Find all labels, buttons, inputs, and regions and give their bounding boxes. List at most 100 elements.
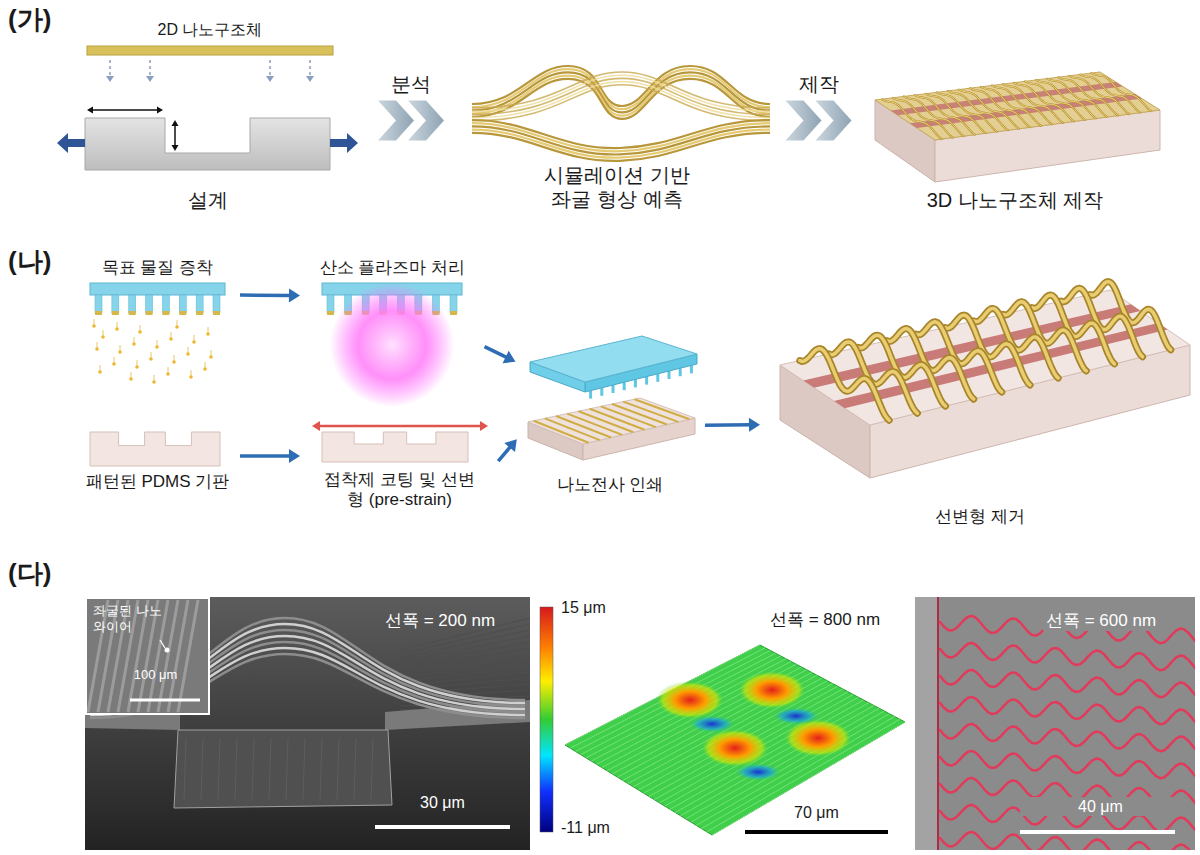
deposition-particle bbox=[172, 360, 176, 364]
height-hollow bbox=[688, 715, 736, 733]
buckled-ribbon bbox=[858, 335, 946, 406]
deposition-particle bbox=[112, 362, 116, 366]
height-map-line bbox=[702, 717, 895, 829]
stamp-pillar bbox=[112, 295, 119, 313]
deposition-particle bbox=[175, 325, 179, 329]
arrowhead bbox=[503, 351, 516, 364]
scale-bar bbox=[375, 825, 510, 829]
stamp-pillar bbox=[623, 382, 626, 390]
sem-texture bbox=[286, 738, 288, 800]
strain-arrow bbox=[57, 133, 85, 153]
wavy-nanowire bbox=[940, 751, 1195, 778]
edge-label: 분석 bbox=[351, 72, 471, 96]
buckled-ribbon bbox=[800, 349, 889, 421]
chevron bbox=[378, 100, 414, 140]
deposited-tip bbox=[327, 311, 334, 315]
scale-label: 100 μm bbox=[113, 667, 198, 683]
deposited-tip bbox=[162, 311, 169, 315]
deposition-particle bbox=[135, 365, 139, 369]
wavy-nanowire bbox=[940, 832, 1195, 850]
deposited-tip bbox=[112, 311, 119, 315]
arrowhead bbox=[289, 289, 300, 303]
color-bar bbox=[540, 607, 553, 832]
prestrain-arrowhead bbox=[312, 421, 320, 431]
deposition-particle bbox=[169, 337, 173, 341]
stamp-pillar bbox=[450, 295, 457, 313]
colorbar-label: -11 μm bbox=[561, 818, 610, 837]
pdms-substrate bbox=[90, 432, 220, 466]
buckled-ribbon-highlight bbox=[858, 335, 946, 406]
step-caption: 산소 플라즈마 처리 bbox=[305, 258, 480, 278]
arrow-shaft bbox=[240, 454, 291, 458]
simulated-ribbon bbox=[472, 82, 770, 118]
nanostructure-film bbox=[87, 46, 333, 55]
arrow-shaft bbox=[484, 347, 507, 358]
inset-image: 좌굴된 나노와이어 100 μm bbox=[85, 597, 210, 715]
arrow-shaft bbox=[705, 423, 751, 427]
dimension-line bbox=[174, 125, 176, 146]
buckled-ribbon bbox=[916, 322, 1002, 392]
nanoribbon-highlight bbox=[1091, 73, 1151, 111]
linewidth-label: 선폭 = 600 nm bbox=[1043, 611, 1159, 631]
simulated-ribbon bbox=[472, 126, 770, 154]
stamp-pillar bbox=[612, 385, 615, 393]
sem-texture bbox=[400, 654, 530, 674]
linewidth-label: 선폭 = 800 nm bbox=[770, 610, 880, 630]
sem-image bbox=[85, 597, 530, 850]
dimension-head bbox=[172, 145, 179, 151]
panel-letter: (가) bbox=[8, 4, 51, 35]
stamp-pillar bbox=[634, 379, 637, 387]
process-step: 패턴된 PDMS 기판 bbox=[80, 420, 235, 500]
leader-dot bbox=[165, 648, 170, 653]
wavy-nanowire bbox=[940, 697, 1195, 724]
deposition-particle bbox=[152, 380, 156, 384]
sem-texture bbox=[400, 636, 530, 662]
sem-texture bbox=[218, 738, 220, 800]
buckled-ribbon bbox=[829, 342, 918, 413]
stamp-pillar bbox=[589, 391, 592, 399]
stamp-pillar bbox=[327, 295, 334, 313]
step-caption: 시뮬레이션 기반 좌굴 형상 예측 bbox=[537, 163, 697, 211]
deposition-particle bbox=[95, 347, 99, 351]
stamp-pillar bbox=[213, 295, 220, 313]
simulated-ribbon bbox=[472, 72, 770, 108]
scale-bar bbox=[745, 830, 888, 834]
edge-label: 제작 bbox=[759, 72, 879, 96]
scale-bar bbox=[1020, 830, 1175, 834]
transfer-arrowhead bbox=[266, 76, 274, 82]
colorbar-label: 15 μm bbox=[561, 598, 606, 617]
stamp-pillar bbox=[162, 295, 169, 313]
simulated-ribbon bbox=[472, 130, 770, 158]
deposition-particle bbox=[98, 370, 102, 374]
flow-arrow bbox=[498, 439, 517, 461]
height-hollow bbox=[772, 707, 820, 725]
process-step: 목표 물질 증착 bbox=[80, 258, 235, 390]
deposited-tip bbox=[213, 311, 220, 315]
inset-wire bbox=[168, 600, 188, 712]
buckled-ribbon-highlight bbox=[916, 322, 1002, 392]
inset-label: 좌굴된 나노와이어 bbox=[93, 603, 173, 634]
simulated-ribbon bbox=[472, 78, 770, 114]
buckled-ribbon bbox=[887, 329, 974, 400]
stamp bbox=[90, 283, 225, 295]
sem-texture bbox=[269, 738, 271, 800]
stamp-pillar bbox=[95, 295, 102, 313]
height-bump bbox=[738, 671, 806, 709]
deposition-particle bbox=[149, 357, 153, 361]
wavy-nanowire bbox=[940, 670, 1195, 697]
stamp-pillar bbox=[656, 374, 659, 382]
sem-texture bbox=[337, 738, 339, 800]
nanowire bbox=[634, 399, 689, 419]
scale-label: 40 μm bbox=[1020, 797, 1181, 816]
height-bump bbox=[656, 681, 724, 719]
dimension-head bbox=[157, 107, 163, 114]
sem-texture bbox=[201, 738, 203, 800]
deposition-particle bbox=[138, 330, 142, 334]
step-caption: 목표 물질 증착 bbox=[80, 258, 235, 278]
edge-line bbox=[937, 597, 939, 850]
deposition-particle bbox=[192, 340, 196, 344]
simulated-ribbon bbox=[472, 85, 770, 121]
scale-label: 30 μm bbox=[375, 793, 510, 812]
strain-arrow bbox=[330, 133, 358, 153]
